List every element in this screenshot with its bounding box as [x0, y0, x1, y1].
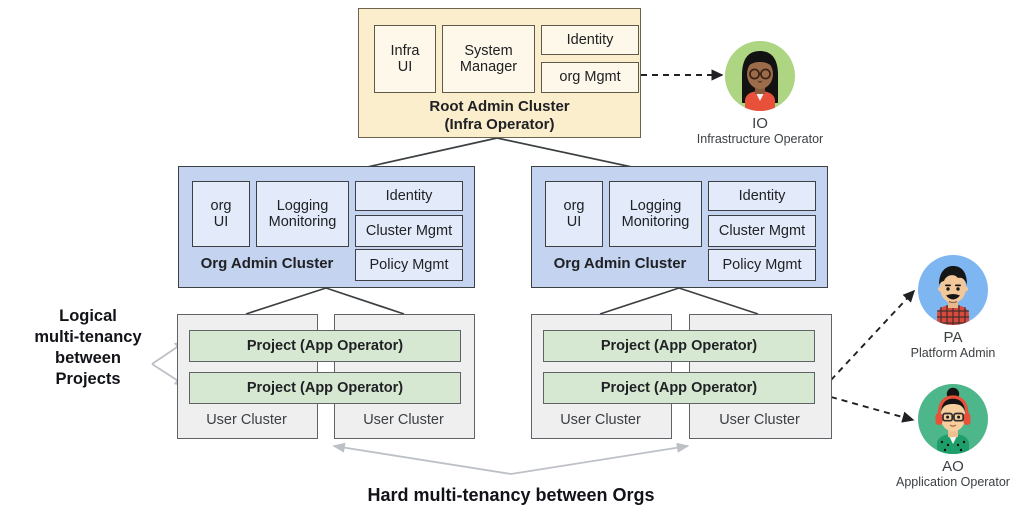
project-right-1[interactable]: Project (App Operator) — [543, 330, 815, 362]
pa-role: Platform Admin — [910, 346, 996, 361]
org-right-module-logging-monitoring[interactable]: Logging Monitoring — [609, 181, 702, 247]
io-avatar-illustration — [742, 51, 778, 111]
project-right-2[interactable]: Project (App Operator) — [543, 372, 815, 404]
project-right-2-label: Project (App Operator) — [600, 379, 758, 396]
root-module-infra-ui[interactable]: Infra UI — [374, 25, 436, 93]
root-module-org-mgmt-label: org Mgmt — [559, 69, 621, 86]
persona-ao[interactable]: AO Application Operator — [878, 384, 1022, 490]
org-admin-cluster-left-title-label: Org Admin Cluster — [200, 255, 334, 272]
hard-multitenancy-caption-label: Hard multi-tenancy between Orgs — [367, 485, 655, 505]
root-module-org-mgmt[interactable]: org Mgmt — [541, 62, 639, 93]
logical-multitenancy-caption: Logical multi-tenancy between Projects — [18, 306, 158, 390]
org-left-module-policy-mgmt-label: Policy Mgmt — [369, 256, 449, 273]
org-left-module-policy-mgmt[interactable]: Policy Mgmt — [355, 249, 463, 281]
org-right-module-policy-mgmt-label: Policy Mgmt — [722, 256, 802, 273]
root-module-system-manager-label: System Manager — [459, 42, 518, 75]
project-left-1[interactable]: Project (App Operator) — [189, 330, 461, 362]
org-right-module-org-ui-label: org UI — [563, 197, 585, 230]
org-right-module-policy-mgmt[interactable]: Policy Mgmt — [708, 249, 816, 281]
ao-avatar-illustration — [935, 387, 971, 454]
user-cluster-left-2-label: User Cluster — [363, 412, 444, 428]
root-module-infra-ui-label: Infra UI — [390, 42, 420, 75]
org-left-module-identity-label: Identity — [385, 187, 433, 204]
logical-multitenancy-line2: multi-tenancy — [34, 328, 142, 347]
persona-io[interactable]: IO Infrastructure Operator — [685, 41, 835, 147]
root-admin-cluster-title-line2: (Infra Operator) — [444, 116, 555, 133]
pa-initials: PA — [943, 329, 963, 346]
org-admin-cluster-left[interactable]: org UI Logging Monitoring Identity Clust… — [178, 166, 475, 288]
org-admin-cluster-left-title: Org Admin Cluster — [179, 255, 355, 273]
logical-multitenancy-line4: Projects — [55, 370, 121, 389]
root-module-identity[interactable]: Identity — [541, 25, 639, 55]
org-right-module-cluster-mgmt[interactable]: Cluster Mgmt — [708, 215, 816, 247]
pa-avatar — [918, 255, 988, 325]
org-left-module-identity[interactable]: Identity — [355, 181, 463, 211]
root-admin-cluster-title-line1: Root Admin Cluster — [429, 98, 570, 115]
root-admin-cluster-title: Root Admin Cluster (Infra Operator) — [359, 98, 640, 134]
ao-initials: AO — [942, 458, 964, 475]
user-cluster-left-1-label: User Cluster — [206, 412, 287, 428]
org-left-module-logging-monitoring[interactable]: Logging Monitoring — [256, 181, 349, 247]
org-left-module-cluster-mgmt[interactable]: Cluster Mgmt — [355, 215, 463, 247]
root-module-identity-label: Identity — [566, 31, 614, 48]
project-right-1-label: Project (App Operator) — [600, 337, 758, 354]
persona-pa[interactable]: PA Platform Admin — [878, 255, 1022, 361]
logical-multitenancy-line1: Logical — [59, 307, 117, 325]
project-left-1-label: Project (App Operator) — [246, 337, 404, 354]
io-role: Infrastructure Operator — [696, 132, 824, 147]
org-right-module-identity[interactable]: Identity — [708, 181, 816, 211]
root-admin-cluster[interactable]: Infra UI System Manager Identity org Mgm… — [358, 8, 641, 138]
project-left-2[interactable]: Project (App Operator) — [189, 372, 461, 404]
org-left-module-org-ui[interactable]: org UI — [192, 181, 250, 247]
org-right-module-org-ui[interactable]: org UI — [545, 181, 603, 247]
wire-hard-multitenancy — [332, 442, 690, 475]
io-avatar — [725, 41, 795, 111]
ao-role: Application Operator — [896, 475, 1010, 490]
hard-multitenancy-caption: Hard multi-tenancy between Orgs — [0, 485, 1022, 506]
user-cluster-right-1-label: User Cluster — [560, 412, 641, 428]
org-right-module-identity-label: Identity — [738, 187, 786, 204]
wire-left-org-to-user-clusters — [245, 287, 405, 315]
org-left-module-cluster-mgmt-label: Cluster Mgmt — [365, 222, 453, 239]
ao-avatar — [918, 384, 988, 454]
io-initials: IO — [752, 115, 768, 132]
wire-right-org-to-user-clusters — [599, 287, 759, 315]
pa-avatar-illustration — [937, 266, 969, 325]
org-left-module-org-ui-label: org UI — [210, 197, 232, 230]
org-admin-cluster-right[interactable]: org UI Logging Monitoring Identity Clust… — [531, 166, 828, 288]
project-left-2-label: Project (App Operator) — [246, 379, 404, 396]
user-cluster-right-2-label: User Cluster — [719, 412, 800, 428]
root-module-system-manager[interactable]: System Manager — [442, 25, 535, 93]
org-admin-cluster-right-title: Org Admin Cluster — [532, 255, 708, 273]
org-right-module-cluster-mgmt-label: Cluster Mgmt — [718, 222, 806, 239]
org-right-module-logging-monitoring-label: Logging Monitoring — [621, 197, 690, 230]
org-left-module-logging-monitoring-label: Logging Monitoring — [268, 197, 337, 230]
org-admin-cluster-right-title-label: Org Admin Cluster — [553, 255, 687, 272]
logical-multitenancy-line3: between — [54, 349, 122, 368]
